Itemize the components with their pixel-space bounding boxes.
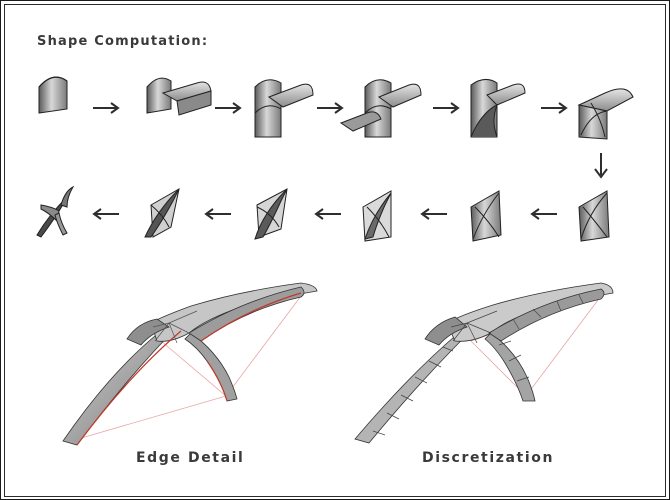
- arrow-right-4: [433, 102, 460, 114]
- arrow-right-2: [215, 102, 242, 114]
- step-5-trimmed-vault: [470, 79, 526, 138]
- step-6-groin-vault: [577, 88, 634, 140]
- caption-edge-detail: Edge Detail: [136, 450, 245, 466]
- edge-detail-rendering: [62, 282, 318, 446]
- caption-discretization: Discretization: [422, 450, 555, 466]
- page-title: Shape Computation:: [37, 34, 209, 49]
- step-8-vault-cell: [470, 190, 502, 242]
- step-2-two-cylinders: [146, 77, 212, 116]
- step-1-half-cylinder: [38, 76, 68, 114]
- step-11-branched-vault: [144, 188, 180, 238]
- arrow-left-2: [420, 208, 447, 220]
- inner-border: [4, 4, 666, 497]
- arrow-right-3: [317, 102, 344, 114]
- arrow-right-1: [93, 102, 120, 114]
- arrow-left-3: [314, 208, 341, 220]
- arrow-left-1: [530, 208, 557, 220]
- step-10-branched-vault: [254, 188, 288, 240]
- step-12-final-form: [36, 185, 75, 238]
- discretization-rendering: [354, 282, 614, 444]
- step-4-intersected-vault: [339, 79, 422, 138]
- step-7-vault-cell: [578, 190, 610, 242]
- step-9-thinned-vault: [362, 190, 392, 242]
- step-3-cross-vault: [254, 79, 314, 138]
- arrow-down: [594, 153, 608, 179]
- arrow-left-4: [204, 208, 231, 220]
- arrow-right-5: [541, 102, 568, 114]
- arrow-left-5: [92, 208, 119, 220]
